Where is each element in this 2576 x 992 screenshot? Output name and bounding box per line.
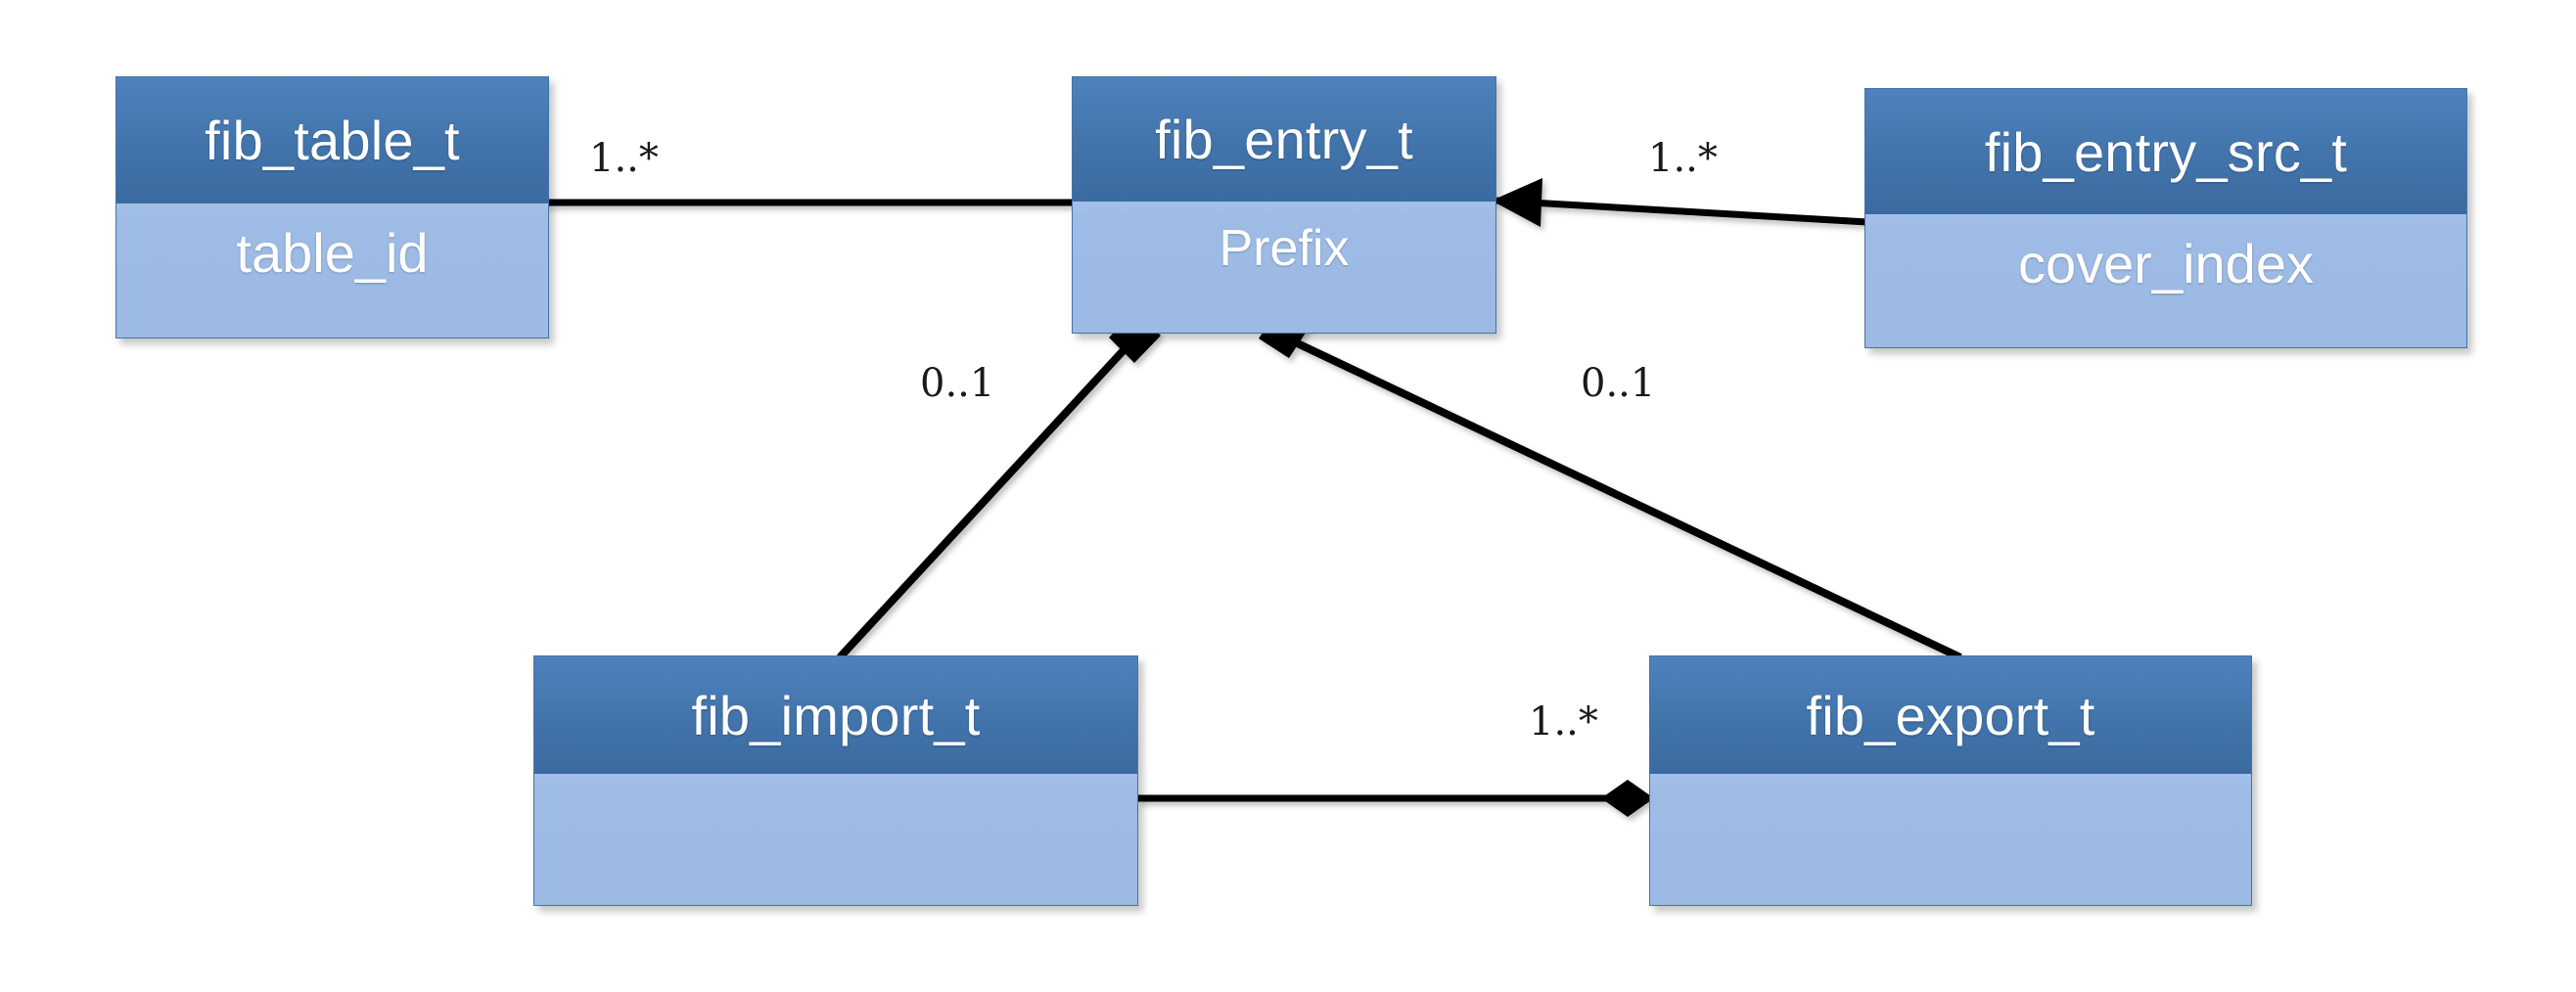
edge-table-entry [496, 184, 1072, 221]
class-box-fib-entry-src-t[interactable]: fib_entry_src_t cover_index [1864, 88, 2467, 348]
edge-line-entry-export [1283, 334, 1962, 661]
edge-line-entry-src [1495, 197, 1868, 226]
multiplicity-label-entry-export: 0..1 [1581, 361, 1656, 406]
arrowhead-entry-src [1492, 178, 1542, 227]
edge-import-export [1137, 780, 1654, 817]
class-name-fib-entry-src-t: fib_entry_src_t [1865, 89, 2466, 214]
multiplicity-label-entry-import: 0..1 [920, 361, 995, 406]
class-box-fib-export-t[interactable]: fib_export_t [1649, 655, 2252, 906]
class-attribute-fib-entry-src-t: cover_index [1865, 214, 2466, 347]
multiplicity-label-import-export: 1..* [1529, 699, 1598, 744]
class-attribute-fib-entry-t: Prefix [1073, 202, 1495, 333]
class-name-fib-entry-t: fib_entry_t [1073, 77, 1495, 202]
class-box-fib-table-t[interactable]: fib_table_t table_id [115, 76, 549, 338]
class-box-fib-entry-t[interactable]: fib_entry_t Prefix [1072, 76, 1496, 334]
edge-line-entry-import [837, 335, 1138, 660]
edge-entry-export [1259, 307, 1962, 661]
class-attribute-fib-export-t [1650, 774, 2251, 905]
edge-entry-src [1492, 178, 1868, 227]
class-name-fib-export-t: fib_export_t [1650, 656, 2251, 774]
edge-entry-import [837, 310, 1161, 660]
class-box-fib-import-t[interactable]: fib_import_t [533, 655, 1138, 906]
composition-diamond-import-export [1601, 780, 1654, 817]
multiplicity-label-entry-src: 1..* [1648, 136, 1718, 181]
class-attribute-fib-import-t [534, 774, 1137, 905]
class-attribute-fib-table-t: table_id [116, 203, 548, 338]
multiplicity-label-table-entry: 1..* [589, 136, 659, 181]
class-name-fib-table-t: fib_table_t [116, 77, 548, 203]
class-name-fib-import-t: fib_import_t [534, 656, 1137, 774]
